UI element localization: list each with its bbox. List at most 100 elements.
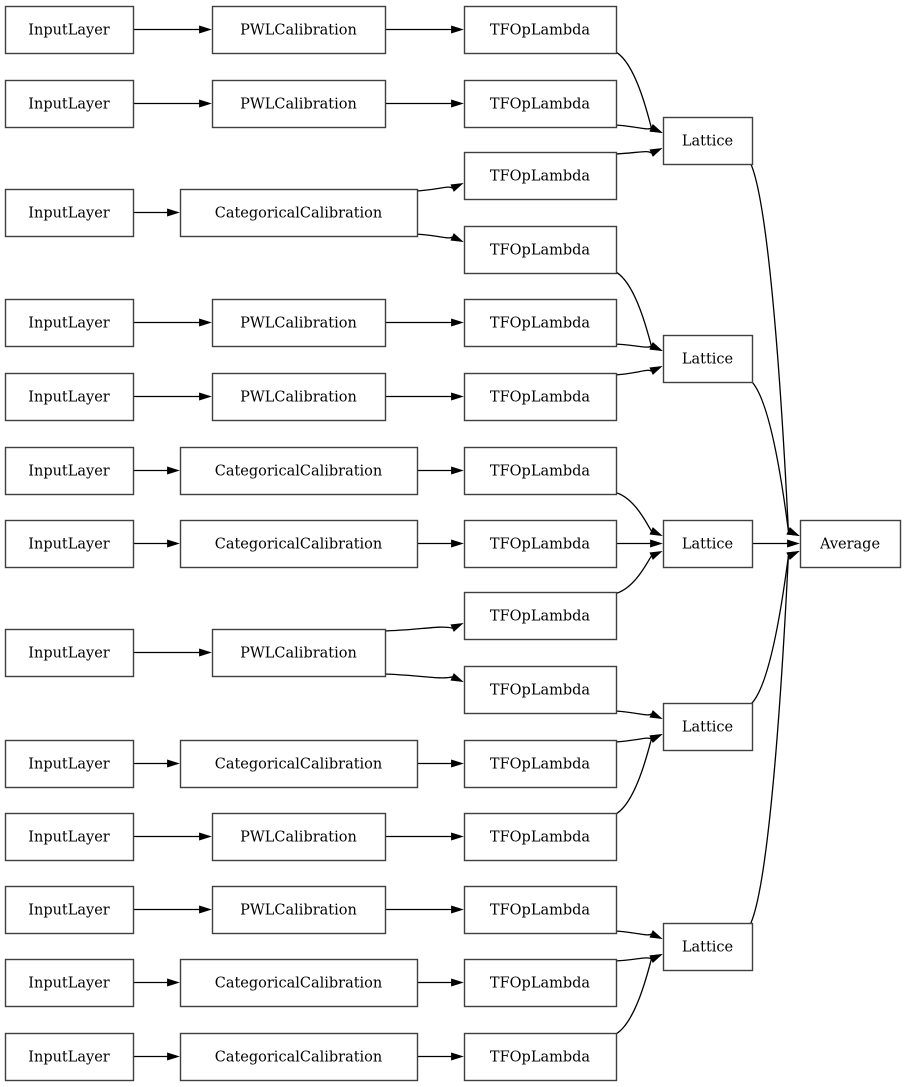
graph-node-categoricalcalibration[interactable]: CategoricalCalibration bbox=[179, 446, 419, 496]
node-box bbox=[463, 665, 618, 715]
graph-node-tfoplambda[interactable]: TFOpLambda bbox=[463, 446, 618, 496]
arrow-head-icon bbox=[649, 342, 663, 352]
node-box bbox=[662, 519, 754, 569]
arrow-head-icon bbox=[649, 124, 663, 134]
node-box bbox=[4, 812, 135, 862]
graph-node-tfoplambda[interactable]: TFOpLambda bbox=[463, 519, 618, 569]
graph-node-pwlcalibration[interactable]: PWLCalibration bbox=[211, 812, 387, 862]
node-label: Average bbox=[819, 537, 880, 553]
node-label: Lattice bbox=[682, 940, 733, 956]
arrow-head-icon bbox=[199, 318, 212, 327]
graph-node-pwlcalibration[interactable]: PWLCalibration bbox=[211, 885, 387, 935]
graph-edge bbox=[616, 539, 663, 548]
graph-node-tfoplambda[interactable]: TFOpLambda bbox=[463, 225, 618, 275]
graph-node-inputlayer[interactable]: InputLayer bbox=[4, 5, 135, 55]
graph-node-inputlayer[interactable]: InputLayer bbox=[4, 446, 135, 496]
arrow-head-icon bbox=[649, 733, 663, 743]
graph-node-inputlayer[interactable]: InputLayer bbox=[4, 812, 135, 862]
arrow-head-icon bbox=[786, 527, 800, 537]
graph-node-tfoplambda[interactable]: TFOpLambda bbox=[463, 79, 618, 129]
graph-node-tfoplambda[interactable]: TFOpLambda bbox=[463, 298, 618, 348]
graph-node-pwlcalibration[interactable]: PWLCalibration bbox=[211, 628, 387, 678]
graph-node-inputlayer[interactable]: InputLayer bbox=[4, 628, 135, 678]
graph-node-tfoplambda[interactable]: TFOpLambda bbox=[463, 5, 618, 55]
node-box bbox=[4, 446, 135, 496]
graph-edge bbox=[133, 466, 180, 475]
node-box bbox=[463, 885, 618, 935]
graph-edge bbox=[385, 318, 464, 327]
graph-node-lattice[interactable]: Lattice bbox=[662, 702, 754, 752]
arrow-head-icon bbox=[451, 539, 464, 548]
graph-node-inputlayer[interactable]: InputLayer bbox=[4, 1032, 135, 1082]
node-box bbox=[463, 372, 618, 422]
graph-node-tfoplambda[interactable]: TFOpLambda bbox=[463, 372, 618, 422]
graph-node-average[interactable]: Average bbox=[799, 519, 902, 569]
arrow-head-icon bbox=[649, 527, 663, 537]
graph-node-tfoplambda[interactable]: TFOpLambda bbox=[463, 958, 618, 1008]
node-box bbox=[463, 1032, 618, 1082]
graph-edge bbox=[749, 550, 800, 706]
graph-node-lattice[interactable]: Lattice bbox=[662, 922, 754, 972]
graph-edge bbox=[385, 99, 464, 108]
graph-node-pwlcalibration[interactable]: PWLCalibration bbox=[211, 5, 387, 55]
graph-node-lattice[interactable]: Lattice bbox=[662, 334, 754, 384]
graph-node-inputlayer[interactable]: InputLayer bbox=[4, 298, 135, 348]
graph-node-tfoplambda[interactable]: TFOpLambda bbox=[463, 151, 618, 201]
arrow-head-icon bbox=[649, 550, 663, 560]
graph-edge bbox=[133, 99, 212, 108]
node-label: InputLayer bbox=[28, 316, 110, 332]
node-label: InputLayer bbox=[28, 976, 110, 992]
node-label: InputLayer bbox=[28, 23, 110, 39]
graph-node-tfoplambda[interactable]: TFOpLambda bbox=[463, 665, 618, 715]
node-box bbox=[179, 1032, 419, 1082]
node-label: TFOpLambda bbox=[490, 390, 590, 406]
graph-node-lattice[interactable]: Lattice bbox=[662, 116, 754, 166]
arrow-head-icon bbox=[451, 99, 464, 108]
arrow-head-icon bbox=[199, 25, 212, 34]
graph-node-categoricalcalibration[interactable]: CategoricalCalibration bbox=[179, 519, 419, 569]
arrow-head-icon bbox=[199, 905, 212, 914]
graph-node-tfoplambda[interactable]: TFOpLambda bbox=[463, 1032, 618, 1082]
graph-edge bbox=[417, 466, 464, 475]
graph-node-pwlcalibration[interactable]: PWLCalibration bbox=[211, 298, 387, 348]
graph-node-pwlcalibration[interactable]: PWLCalibration bbox=[211, 79, 387, 129]
graph-node-categoricalcalibration[interactable]: CategoricalCalibration bbox=[179, 1032, 419, 1082]
graph-edge bbox=[749, 379, 800, 537]
graph-node-lattice[interactable]: Lattice bbox=[662, 519, 754, 569]
graph-edge bbox=[417, 539, 464, 548]
graph-node-inputlayer[interactable]: InputLayer bbox=[4, 519, 135, 569]
arrow-head-icon bbox=[451, 759, 464, 768]
graph-node-inputlayer[interactable]: InputLayer bbox=[4, 739, 135, 789]
arrow-head-icon bbox=[451, 1052, 464, 1061]
graph-node-categoricalcalibration[interactable]: CategoricalCalibration bbox=[179, 188, 419, 238]
graph-node-inputlayer[interactable]: InputLayer bbox=[4, 372, 135, 422]
graph-edge bbox=[133, 759, 180, 768]
graph-node-pwlcalibration[interactable]: PWLCalibration bbox=[211, 372, 387, 422]
node-label: InputLayer bbox=[28, 646, 110, 662]
graph-node-tfoplambda[interactable]: TFOpLambda bbox=[463, 739, 618, 789]
graph-node-tfoplambda[interactable]: TFOpLambda bbox=[463, 812, 618, 862]
node-label: Lattice bbox=[682, 352, 733, 368]
graph-edge bbox=[133, 539, 180, 548]
graph-edge bbox=[382, 673, 464, 683]
graph-edge bbox=[417, 759, 464, 768]
node-box bbox=[179, 739, 419, 789]
node-box bbox=[662, 702, 754, 752]
arrow-head-icon bbox=[167, 759, 180, 768]
graph-node-categoricalcalibration[interactable]: CategoricalCalibration bbox=[179, 739, 419, 789]
node-box bbox=[4, 298, 135, 348]
graph-node-tfoplambda[interactable]: TFOpLambda bbox=[463, 885, 618, 935]
graph-node-inputlayer[interactable]: InputLayer bbox=[4, 188, 135, 238]
graph-edge bbox=[133, 208, 180, 217]
graph-node-inputlayer[interactable]: InputLayer bbox=[4, 885, 135, 935]
node-label: InputLayer bbox=[28, 464, 110, 480]
graph-edge bbox=[613, 365, 663, 376]
graph-node-inputlayer[interactable]: InputLayer bbox=[4, 79, 135, 129]
graph-node-inputlayer[interactable]: InputLayer bbox=[4, 958, 135, 1008]
node-label: TFOpLambda bbox=[490, 1050, 590, 1066]
arrow-head-icon bbox=[649, 365, 663, 375]
graph-edge bbox=[613, 50, 663, 134]
graph-node-tfoplambda[interactable]: TFOpLambda bbox=[463, 591, 618, 641]
graph-node-categoricalcalibration[interactable]: CategoricalCalibration bbox=[179, 958, 419, 1008]
arrow-head-icon bbox=[787, 539, 800, 548]
